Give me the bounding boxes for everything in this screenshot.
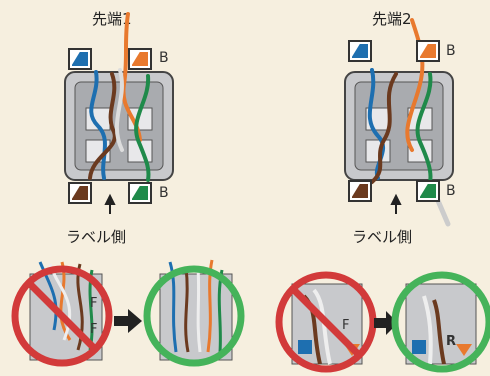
ok-circle-left <box>143 265 245 367</box>
badge-orange-c2-top <box>416 40 440 62</box>
wrong-example-right <box>275 271 377 373</box>
pair-letter-c2-top: B <box>446 43 456 59</box>
correct-example-right <box>391 271 490 373</box>
mark-letter-left-bottom: F <box>90 322 98 337</box>
correct-example-left <box>143 259 245 367</box>
wrong-example-left <box>11 261 113 367</box>
prohibited-circle-right <box>275 271 377 373</box>
ok-circle-right <box>391 271 490 373</box>
badge-brown-c1-bottom <box>68 182 92 204</box>
badge-green-c1-bottom <box>128 182 152 204</box>
pair-letter-c2-bottom: B <box>446 183 456 199</box>
mark-letter-left-top: F <box>90 296 98 311</box>
badge-orange-c1-top <box>128 48 152 70</box>
arrow-connector2 <box>390 193 402 214</box>
connector1-title: 先端1 <box>92 10 132 28</box>
mark-letter-right-correct: R <box>446 334 457 349</box>
arrow-connector1 <box>104 193 116 214</box>
pair-letter-c1-top: B <box>159 50 169 66</box>
connector1-body <box>64 71 174 181</box>
connector2-wires <box>367 18 451 227</box>
label-side-caption-c1: ラベル側 <box>66 228 127 246</box>
arrow-right-left <box>114 309 142 333</box>
pair-letter-c1-bottom: B <box>159 185 169 201</box>
badge-blue-c1-top <box>68 48 92 70</box>
mark-letter-right-wrong: F <box>342 318 350 333</box>
badge-brown-c2-bottom <box>348 180 372 202</box>
connector2-title: 先端2 <box>372 10 412 28</box>
badge-green-c2-bottom <box>416 180 440 202</box>
label-side-caption-c2: ラベル側 <box>352 228 413 246</box>
badge-blue-c2-top <box>348 40 372 62</box>
connector1-wires <box>88 12 151 182</box>
connector2-body <box>344 71 454 181</box>
prohibited-circle-left <box>11 265 113 367</box>
